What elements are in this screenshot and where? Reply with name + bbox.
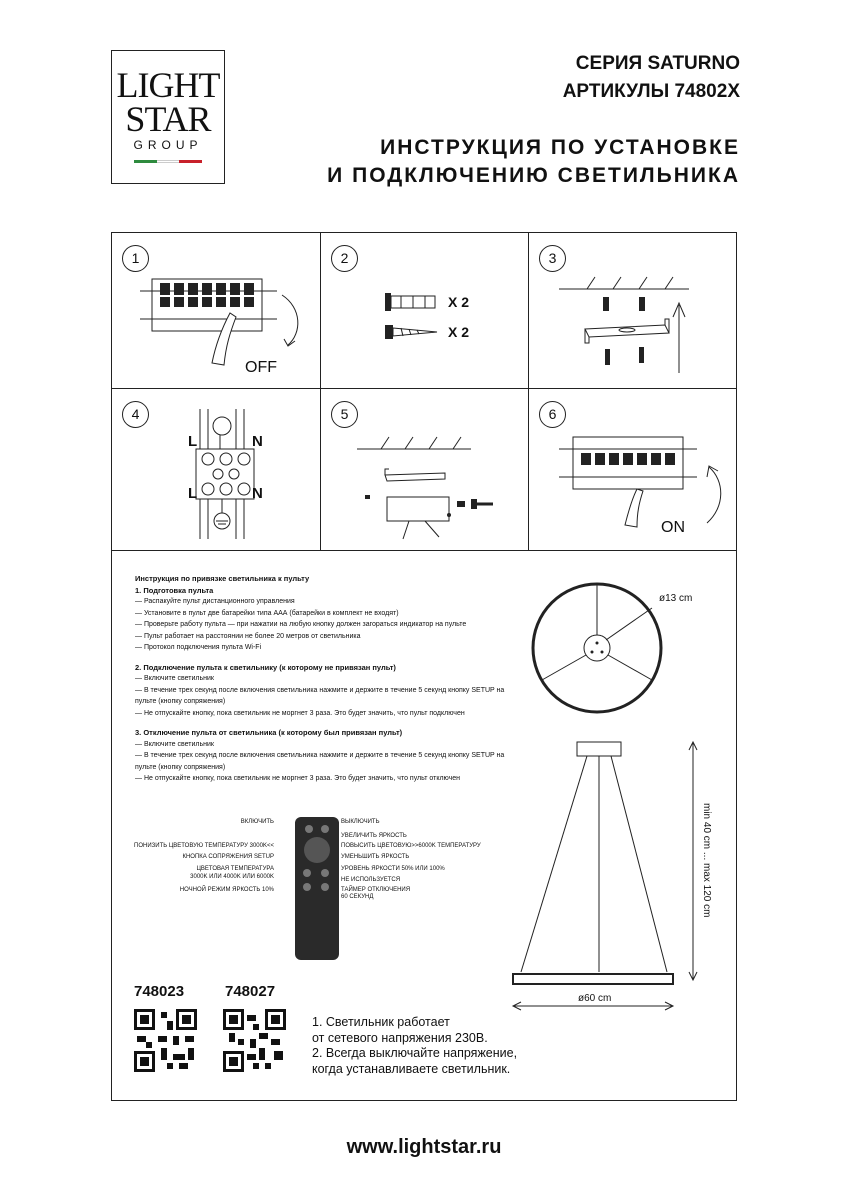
remote-label: ВЫКЛЮЧИТЬ — [341, 819, 380, 825]
lightstar-logo: LIGHT STAR GROUP — [111, 50, 225, 184]
article-numbers: АРТИКУЛЫ 74802X — [562, 81, 740, 102]
instruction-title-line2: И ПОДКЛЮЧЕНИЮ СВЕТИЛЬНИКА — [327, 164, 740, 187]
neutral-label-top: N — [252, 433, 263, 450]
off-label: OFF — [245, 359, 277, 376]
ring-diameter: ø60 cm — [578, 993, 612, 1004]
note-line: 1. Светильник работает — [312, 1015, 450, 1029]
neutral-label-bottom: N — [252, 485, 263, 502]
logo-line3: GROUP — [133, 138, 203, 152]
series-name: СЕРИЯ SATURNO — [575, 53, 740, 74]
canopy-mount-illustration — [357, 436, 493, 540]
pairing-title: Инструкция по привязке светильника к пул… — [135, 574, 310, 583]
series-block: СЕРИЯ SATURNO АРТИКУЛЫ 74802X — [563, 50, 740, 106]
pairing-section: 3. Отключение пульта от светильника (к к… — [135, 727, 515, 785]
section-heading: 2. Подключение пульта к светильнику (к к… — [135, 662, 396, 672]
live-label-top: L — [188, 433, 198, 450]
section-item: — Распакуйте пульт дистанционного управл… — [135, 598, 295, 605]
note-line: 2. Всегда выключайте напряжение, — [312, 1046, 518, 1060]
pairing-section: 1. Подготовка пульта — Распакуйте пульт … — [135, 585, 515, 654]
color-temp-button-icon — [303, 869, 311, 877]
wiring-diagram — [195, 409, 255, 539]
remote-label: 3000K ИЛИ 4000K ИЛИ 6000K — [190, 874, 274, 880]
section-heading: 1. Подготовка пульта — [135, 585, 214, 595]
step-6-panel: 6 ON — [529, 389, 737, 551]
pairing-section: 2. Подключение пульта к светильнику (к к… — [135, 662, 515, 720]
power-on-button-icon — [305, 825, 313, 833]
remote-label: УМЕНЬШИТЬ ЯРКОСТЬ — [341, 854, 410, 860]
article-748023: 748023 — [134, 983, 185, 1000]
timer-button-icon — [321, 883, 329, 891]
remote-label: УВЕЛИЧИТЬ ЯРКОСТЬ — [341, 833, 407, 839]
note-line: от сетевого напряжения 230В. — [312, 1030, 488, 1045]
fixture-side-view — [511, 740, 698, 1011]
remote-label: ПОНИЗИТЬ ЦВЕТОВУЮ ТЕМПЕРАТУРУ 3000K<< — [134, 843, 274, 849]
website-url[interactable]: www.lightstar.ru — [346, 1136, 502, 1158]
step-5-panel: 5 — [321, 389, 529, 551]
step-3-panel: 3 — [529, 233, 737, 389]
instruction-title-line1: ИНСТРУКЦИЯ ПО УСТАНОВКЕ — [380, 136, 740, 159]
section-item: — Пульт работает на расстоянии не более … — [135, 632, 361, 640]
step-number: 6 — [539, 401, 566, 428]
step-number: 5 — [331, 401, 358, 428]
remote-label: КНОПКА СОПРЯЖЕНИЯ SETUP — [182, 854, 274, 860]
article-748027: 748027 — [225, 983, 276, 1000]
remote-label: НОЧНОЙ РЕЖИМ ЯРКОСТЬ 10% — [179, 887, 274, 893]
section-item: — Протокол подключения пульта Wi-Fi — [135, 644, 262, 651]
step-number: 4 — [122, 401, 149, 428]
remote-label: ТАЙМЕР ОТКЛЮЧЕНИЯ — [341, 887, 411, 893]
section-item: — Установите в пульт две батарейки типа … — [135, 609, 399, 617]
qr-code-748027 — [223, 1009, 286, 1072]
breaker-on-illustration — [559, 436, 722, 528]
power-off-button-icon — [321, 825, 329, 833]
step-number: 3 — [539, 245, 566, 272]
breaker-off-illustration — [140, 278, 299, 366]
step-1-panel: 1 OFF — [112, 233, 321, 389]
remote-control-illustration — [295, 817, 339, 960]
safety-notes: 1. Светильник работает от сетевого напря… — [312, 1015, 517, 1077]
section-item: — В течение трех секунд после включения … — [135, 686, 505, 706]
height-range: min 40 cm ... max 120 cm — [701, 803, 712, 918]
remote-label: ВКЛЮЧИТЬ — [240, 819, 274, 825]
italian-flag-stripe — [134, 160, 203, 163]
remote-label: НЕ ИСПОЛЬЗУЕТСЯ — [341, 877, 401, 883]
bracket-mount-illustration — [559, 276, 689, 373]
section-item: — Включите светильник — [135, 740, 214, 748]
section-item: — Не отпускайте кнопку, пока светильник … — [135, 775, 461, 782]
qr-code-748023 — [134, 1009, 197, 1072]
remote-label: ЦВЕТОВАЯ ТЕМПЕРАТУРА — [196, 866, 274, 872]
step-number: 1 — [122, 245, 149, 272]
screw-quantity: X 2 — [448, 324, 470, 340]
remote-label: ПОВЫСИТЬ ЦВЕТОВУЮ>>6000K ТЕМПЕРАТУРУ — [341, 843, 481, 849]
step-number: 2 — [331, 245, 358, 272]
section-item: — Включите светильник — [135, 675, 214, 682]
live-label-bottom: L — [188, 485, 198, 502]
wall-plug-quantity: X 2 — [448, 294, 470, 310]
step-4-panel: 4 L N L N — [112, 389, 321, 551]
remote-pairing-instructions: Инструкция по привязке светильника к пул… — [135, 573, 515, 785]
wall-plug-icon — [385, 293, 436, 311]
remote-label: 60 СЕКУНД — [341, 894, 374, 900]
instruction-title: ИНСТРУКЦИЯ ПО УСТАНОВКЕ И ПОДКЛЮЧЕНИЮ СВ… — [327, 134, 740, 190]
brightness-button-icon — [321, 869, 329, 877]
section-item: — Проверьте работу пульта — при нажатии … — [135, 621, 467, 628]
dial-icon — [304, 837, 330, 863]
on-label: ON — [661, 519, 685, 536]
remote-label: УРОВЕНЬ ЯРКОСТИ 50% ИЛИ 100% — [341, 866, 445, 872]
logo-line1: LIGHT — [116, 65, 221, 105]
night-mode-button-icon — [303, 883, 311, 891]
canopy-diameter: ø13 cm — [659, 593, 693, 604]
instruction-sheet: 1 OFF 2 — [111, 232, 737, 1101]
hardware-illustration — [385, 293, 438, 339]
section-item: — Не отпускайте кнопку, пока светильник … — [135, 709, 465, 717]
step-2-panel: 2 X 2 X 2 — [321, 233, 529, 389]
section-heading: 3. Отключение пульта от светильника (к к… — [135, 728, 403, 737]
note-line: когда устанавливаете светильник. — [312, 1061, 511, 1076]
logo-line2: STAR — [125, 99, 211, 139]
screw-icon — [385, 325, 438, 339]
fixture-top-view — [531, 582, 663, 714]
section-item: — В течение трех секунд после включения … — [135, 752, 505, 771]
